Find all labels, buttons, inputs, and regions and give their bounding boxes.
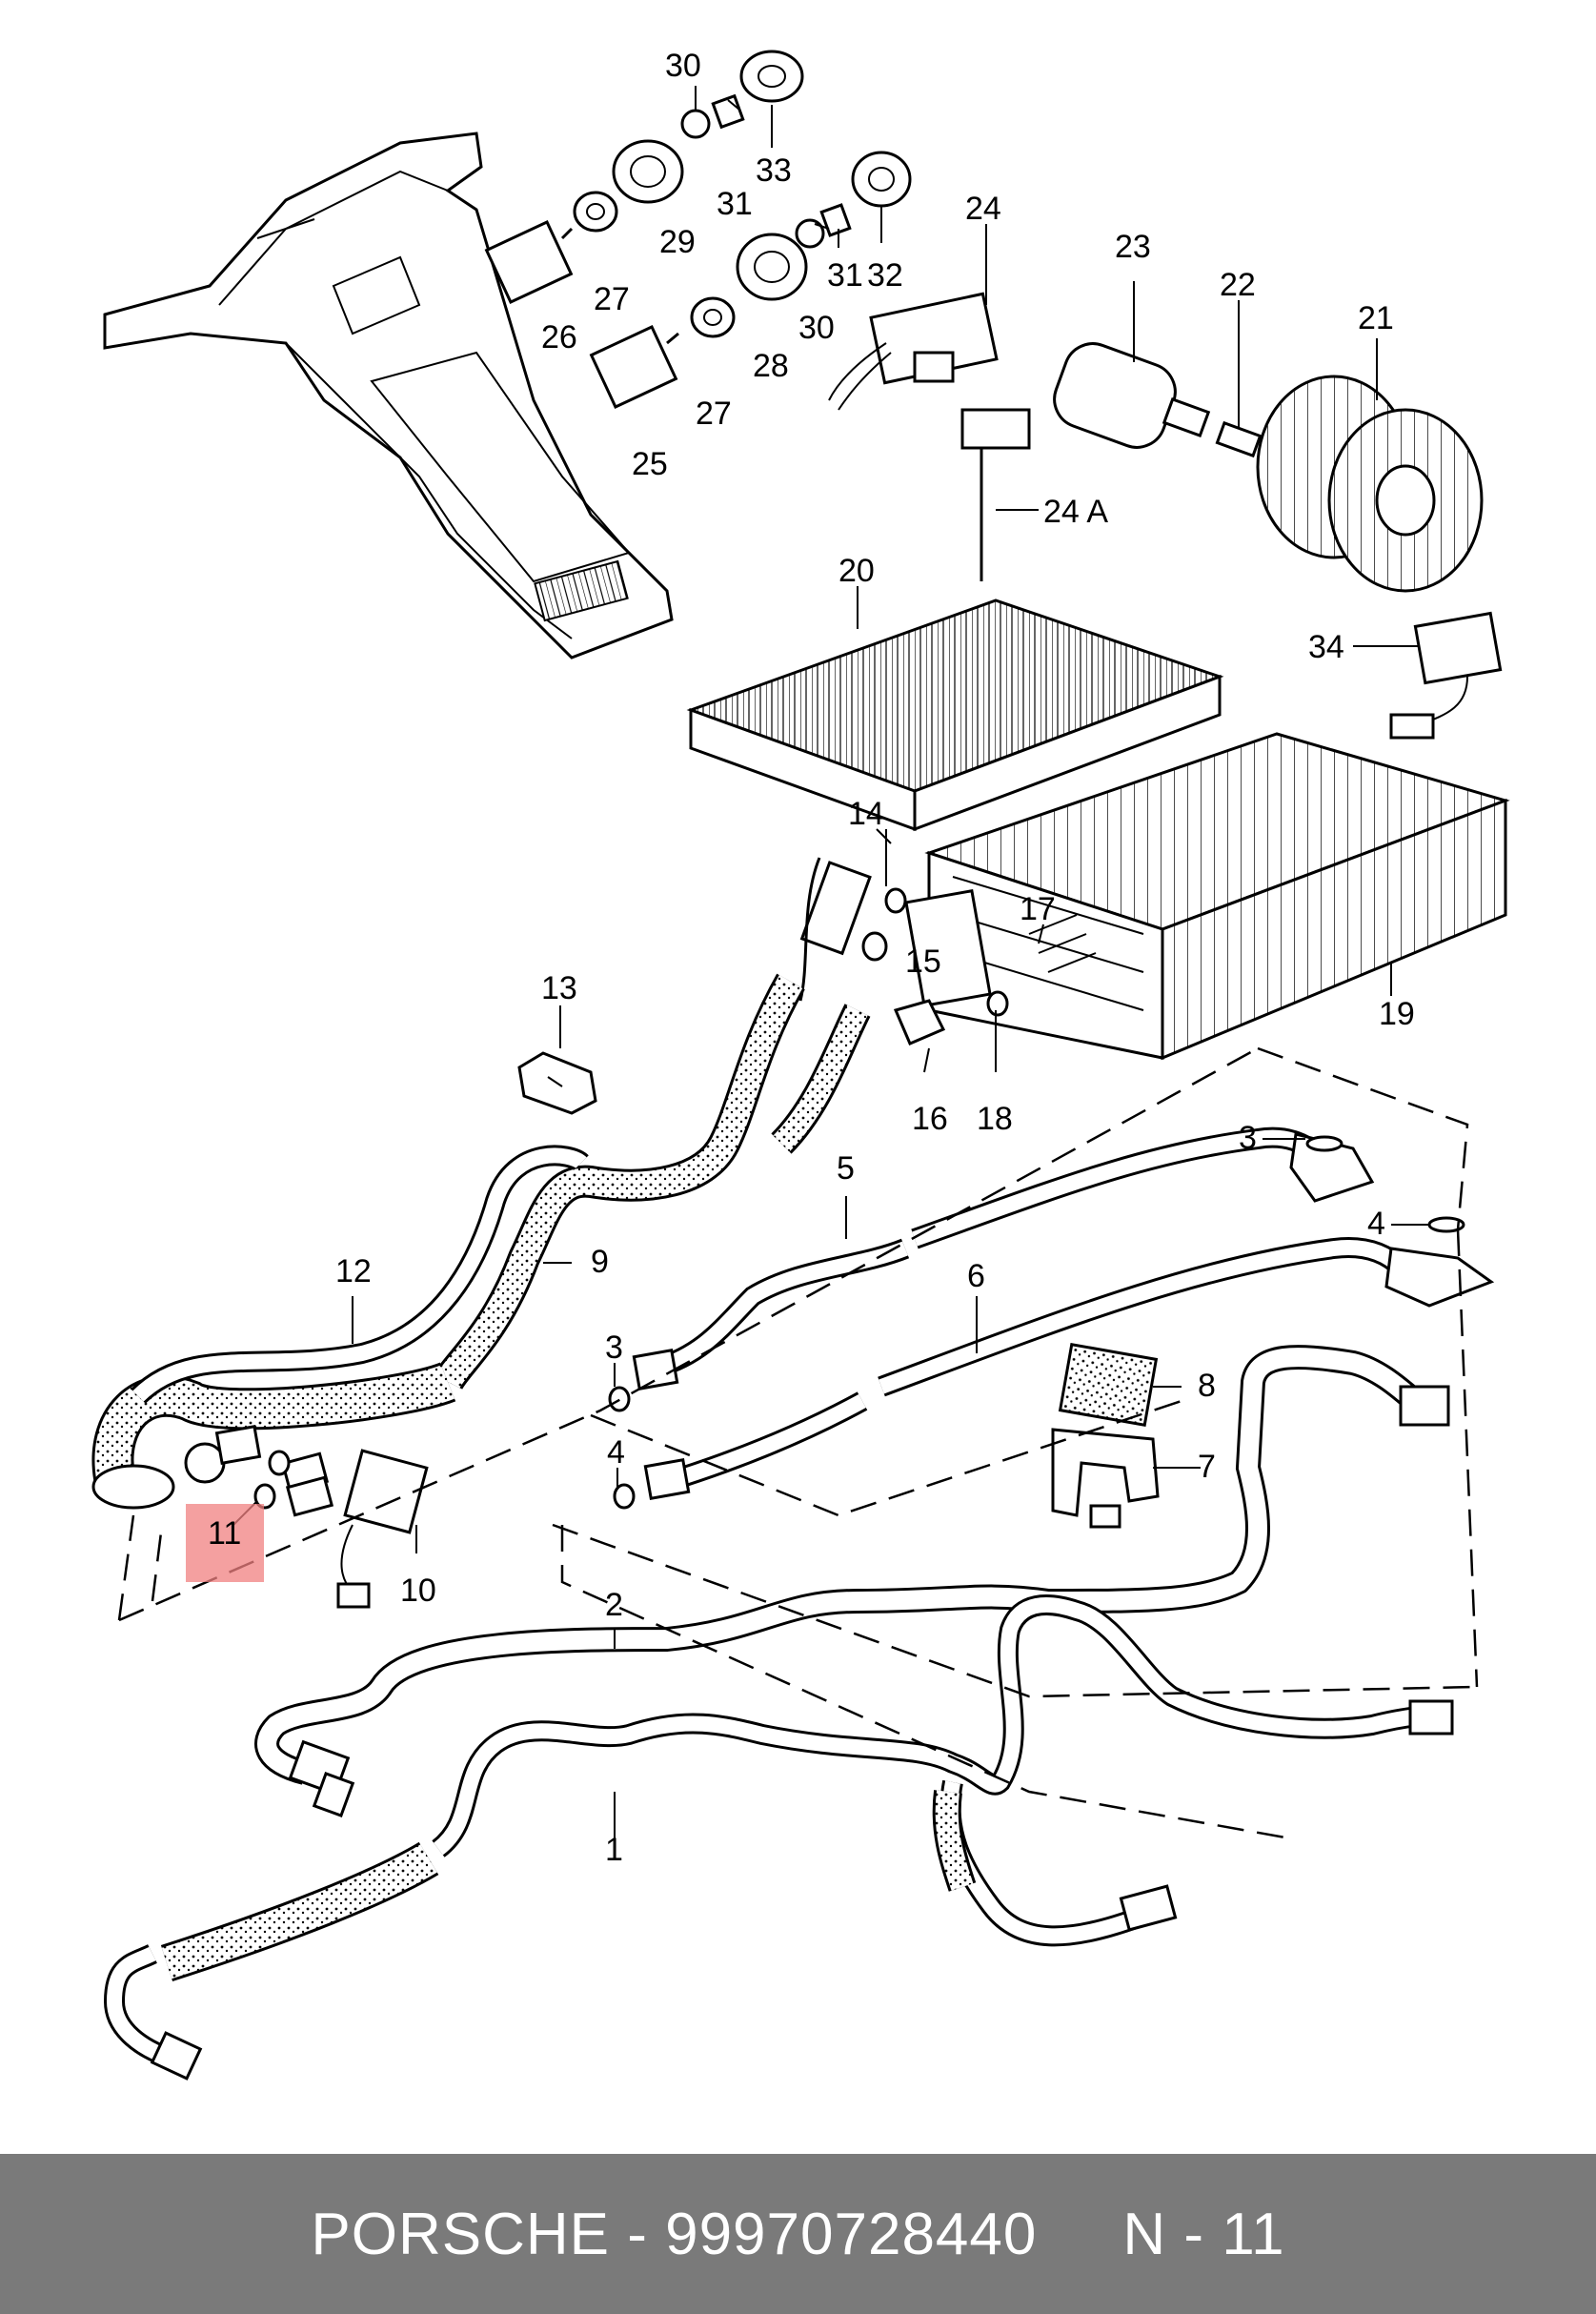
parts-diagram: 1 2 3 3 4 4 5 6 7 8 9 10 11 12 13 14 15 … <box>91 48 1510 2081</box>
reference-caption: N - 11 <box>1122 2201 1285 2267</box>
callout-5: 5 <box>837 1150 855 1187</box>
callout-4-right: 4 <box>1367 1206 1385 1242</box>
callout-29: 29 <box>659 224 696 260</box>
callout-15: 15 <box>905 944 941 980</box>
grommet-13 <box>517 1051 597 1115</box>
sleeve-31-mid <box>819 203 852 237</box>
part-number-caption: PORSCHE - 99970728440 <box>311 2201 1038 2267</box>
connector-34 <box>1389 611 1503 740</box>
washer-30-top <box>680 109 711 139</box>
callout-3-left: 3 <box>605 1330 623 1366</box>
highlight-box <box>186 1504 264 1582</box>
callout-7: 7 <box>1198 1449 1216 1485</box>
sleeve-31-top <box>711 93 745 130</box>
washer-27-bottom <box>690 296 736 338</box>
callout-30-top: 30 <box>665 48 701 84</box>
callout-30-bottom: 30 <box>798 310 835 346</box>
callout-31-bottom: 31 <box>827 257 863 294</box>
pipe-12 <box>131 1145 589 1405</box>
callout-19: 19 <box>1379 996 1415 1032</box>
callout-34: 34 <box>1308 629 1344 665</box>
washer-30-mid <box>795 218 825 249</box>
shaft-22 <box>1215 420 1263 458</box>
callout-21: 21 <box>1358 300 1394 336</box>
callout-4-left: 4 <box>607 1434 625 1471</box>
filter-20 <box>686 599 1224 832</box>
callout-27-bottom: 27 <box>696 396 732 432</box>
switch-25 <box>589 325 679 409</box>
callout-32: 32 <box>867 257 903 294</box>
hose-upper <box>771 1004 871 1154</box>
callout-17: 17 <box>1020 891 1056 927</box>
callout-31-top: 31 <box>717 186 753 222</box>
callout-24: 24 <box>965 191 1001 227</box>
callout-33: 33 <box>756 152 792 189</box>
sensor-24a <box>960 408 1031 581</box>
callout-20: 20 <box>838 553 875 589</box>
pipe-1 <box>103 1594 1454 2081</box>
callout-13: 13 <box>541 970 577 1006</box>
callout-labels: 1 2 3 3 4 4 5 6 7 8 9 10 11 12 13 14 15 … <box>208 48 1415 1868</box>
callout-6: 6 <box>967 1258 985 1294</box>
callout-14: 14 <box>848 796 884 832</box>
valve-assembly-10 <box>280 1449 429 1609</box>
callout-8: 8 <box>1198 1368 1216 1404</box>
callout-10: 10 <box>400 1573 436 1609</box>
dashed-guides <box>117 1046 1479 1841</box>
bracket-7 <box>1051 1428 1160 1529</box>
evaporator-19 <box>904 732 1510 1061</box>
callout-26: 26 <box>541 319 577 355</box>
center-console <box>103 132 674 660</box>
callout-27-top: 27 <box>594 281 630 317</box>
fan-wheel-21 <box>1256 375 1484 593</box>
pipe-5 <box>632 1127 1375 1390</box>
knob-32 <box>851 151 912 208</box>
seal-4 <box>613 1216 1465 1510</box>
callout-9: 9 <box>591 1244 609 1280</box>
callout-25: 25 <box>632 446 668 482</box>
pipe-2 <box>254 1345 1450 1817</box>
washer-27-top <box>573 191 618 233</box>
callout-16: 16 <box>912 1101 948 1137</box>
knob-28 <box>736 233 808 301</box>
callout-28: 28 <box>753 348 789 384</box>
blower-motor-23 <box>1053 342 1211 449</box>
fitting-11 <box>184 1425 291 1510</box>
fittings-14-18 <box>861 887 1097 1045</box>
knob-33 <box>739 50 804 103</box>
hose-9 <box>91 973 805 1510</box>
callout-24a: 24 A <box>1043 494 1108 530</box>
callout-18: 18 <box>977 1101 1013 1137</box>
knob-29 <box>612 139 684 204</box>
callout-1: 1 <box>605 1832 623 1868</box>
switch-26 <box>484 220 574 304</box>
callout-22: 22 <box>1220 267 1256 303</box>
callout-23: 23 <box>1115 229 1151 265</box>
clamp-8 <box>1058 1342 1159 1428</box>
relay-24 <box>828 292 999 411</box>
callout-12: 12 <box>335 1253 372 1289</box>
callout-11: 11 <box>208 1515 241 1552</box>
seal-3 <box>608 1135 1343 1412</box>
callout-2: 2 <box>605 1587 623 1623</box>
pipe-bracket <box>798 857 872 1002</box>
switch-knobs-group <box>484 50 912 409</box>
caption-bar: PORSCHE - 99970728440 N - 11 <box>0 2154 1596 2314</box>
leader-lines <box>232 86 1429 1839</box>
callout-3-right: 3 <box>1239 1120 1257 1156</box>
